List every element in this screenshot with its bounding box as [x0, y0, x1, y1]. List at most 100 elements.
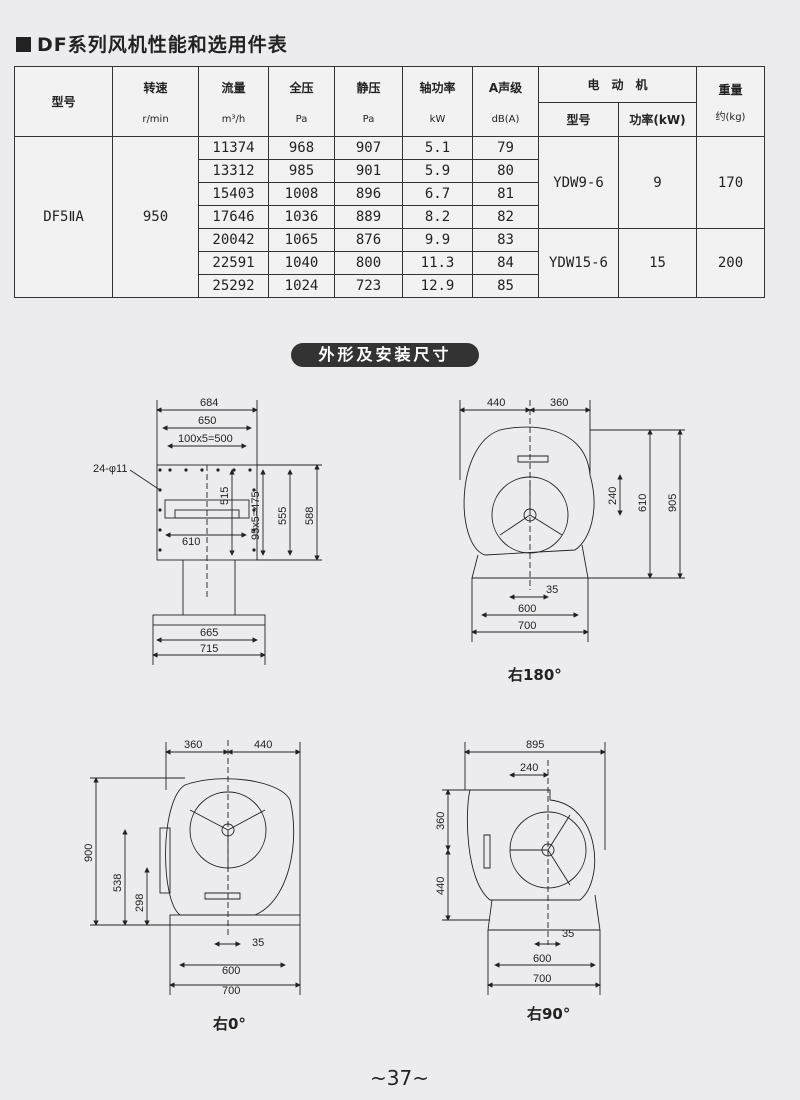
cell-shaft-power: 12.9 [402, 274, 473, 298]
cell-speed: 950 [112, 136, 199, 298]
cell-static-pressure: 901 [334, 159, 403, 183]
dim-298: 298 [134, 894, 146, 912]
cell-total-pressure: 1065 [268, 228, 335, 252]
cell-flow: 17646 [198, 205, 269, 229]
header-weight: 重量约(kg) [696, 66, 765, 137]
dim-610: 610 [182, 536, 200, 548]
cell-flow: 13312 [198, 159, 269, 183]
front-view-bolt-holes [158, 468, 256, 552]
caption-view-90: 右90° [527, 1005, 571, 1023]
dimension-labels: 684 650 100x5=500 24-φ11 515 95x5=475 55… [83, 397, 679, 997]
view-180-rotation-arrow-icon [517, 455, 549, 463]
dim-700: 700 [222, 985, 240, 997]
view-180-base [471, 544, 589, 579]
header-motor-model: 型号 [538, 102, 619, 137]
cell-total-pressure: 1036 [268, 205, 335, 229]
dim-95x5: 95x5=475 [250, 491, 262, 540]
dim-538: 538 [112, 874, 124, 892]
cell-noise: 79 [472, 136, 539, 160]
dim-650: 650 [198, 415, 216, 427]
cell-motor-model: YDW15-6 [538, 228, 619, 298]
dim-610: 610 [637, 494, 649, 512]
dim-240: 240 [607, 487, 619, 505]
cell-flow: 22591 [198, 251, 269, 275]
cell-total-pressure: 1024 [268, 274, 335, 298]
dim-35: 35 [546, 584, 558, 596]
view-0-scroll [165, 778, 295, 916]
cell-model: DF5ⅡA [14, 136, 113, 298]
dim-665: 665 [200, 627, 218, 639]
dim-100x5: 100x5=500 [178, 433, 233, 445]
cell-flow: 20042 [198, 228, 269, 252]
cell-static-pressure: 889 [334, 205, 403, 229]
view-0-rotation-arrow-icon [204, 892, 241, 900]
cell-weight: 200 [696, 228, 765, 298]
dim-440: 440 [254, 739, 272, 751]
view-180 [459, 400, 685, 642]
caption-view-0: 右0° [213, 1015, 246, 1033]
header-motor-power: 功率(kW) [618, 102, 697, 137]
dim-24-holes: 24-φ11 [93, 463, 127, 475]
view-90-scroll [466, 789, 596, 901]
front-view-base [152, 614, 266, 626]
cell-noise: 85 [472, 274, 539, 298]
front-view [129, 400, 322, 665]
dim-360: 360 [184, 739, 202, 751]
cell-noise: 84 [472, 251, 539, 275]
cell-shaft-power: 5.1 [402, 136, 473, 160]
header-motor: 电 动 机 [538, 66, 697, 103]
cell-noise: 81 [472, 182, 539, 206]
dim-600: 600 [533, 953, 551, 965]
cell-static-pressure: 800 [334, 251, 403, 275]
dim-600: 600 [222, 965, 240, 977]
cell-static-pressure: 907 [334, 136, 403, 160]
dim-700: 700 [533, 973, 551, 985]
dim-905: 905 [667, 494, 679, 512]
dim-515: 515 [219, 487, 231, 505]
view-90 [442, 742, 606, 995]
cell-shaft-power: 9.9 [402, 228, 473, 252]
dim-35: 35 [562, 928, 574, 940]
cell-static-pressure: 876 [334, 228, 403, 252]
document-title-text: DF系列风机性能和选用件表 [37, 34, 288, 56]
dim-440: 440 [435, 877, 447, 895]
view-180-scroll [463, 426, 595, 556]
cell-motor-model: YDW9-6 [538, 136, 619, 229]
view-90-rotation-arrow-icon [483, 834, 491, 869]
cell-total-pressure: 1040 [268, 251, 335, 275]
cell-shaft-power: 8.2 [402, 205, 473, 229]
cell-total-pressure: 985 [268, 159, 335, 183]
dim-684: 684 [200, 397, 218, 409]
dim-35: 35 [252, 937, 264, 949]
view-0-outlet [159, 827, 171, 894]
document-title: DF系列风机性能和选用件表 [16, 30, 288, 57]
dim-555: 555 [277, 507, 289, 525]
dim-895: 895 [526, 739, 544, 751]
cell-shaft-power: 6.7 [402, 182, 473, 206]
view-90-base [487, 894, 601, 931]
cell-total-pressure: 968 [268, 136, 335, 160]
cell-flow: 11374 [198, 136, 269, 160]
dim-360: 360 [550, 397, 568, 409]
dim-440: 440 [487, 397, 505, 409]
installation-drawings: 684 650 100x5=500 24-φ11 515 95x5=475 55… [83, 397, 685, 997]
dim-700: 700 [518, 620, 536, 632]
cell-static-pressure: 723 [334, 274, 403, 298]
cell-shaft-power: 5.9 [402, 159, 473, 183]
title-square-icon [16, 37, 31, 52]
cell-static-pressure: 896 [334, 182, 403, 206]
dim-715: 715 [200, 643, 218, 655]
cell-flow: 15403 [198, 182, 269, 206]
dim-240: 240 [520, 762, 538, 774]
cell-motor-power: 9 [618, 136, 697, 229]
dim-600: 600 [518, 603, 536, 615]
section-title: 外形及安装尺寸 [291, 343, 479, 367]
cell-motor-power: 15 [618, 228, 697, 298]
view-0-base [169, 914, 301, 926]
